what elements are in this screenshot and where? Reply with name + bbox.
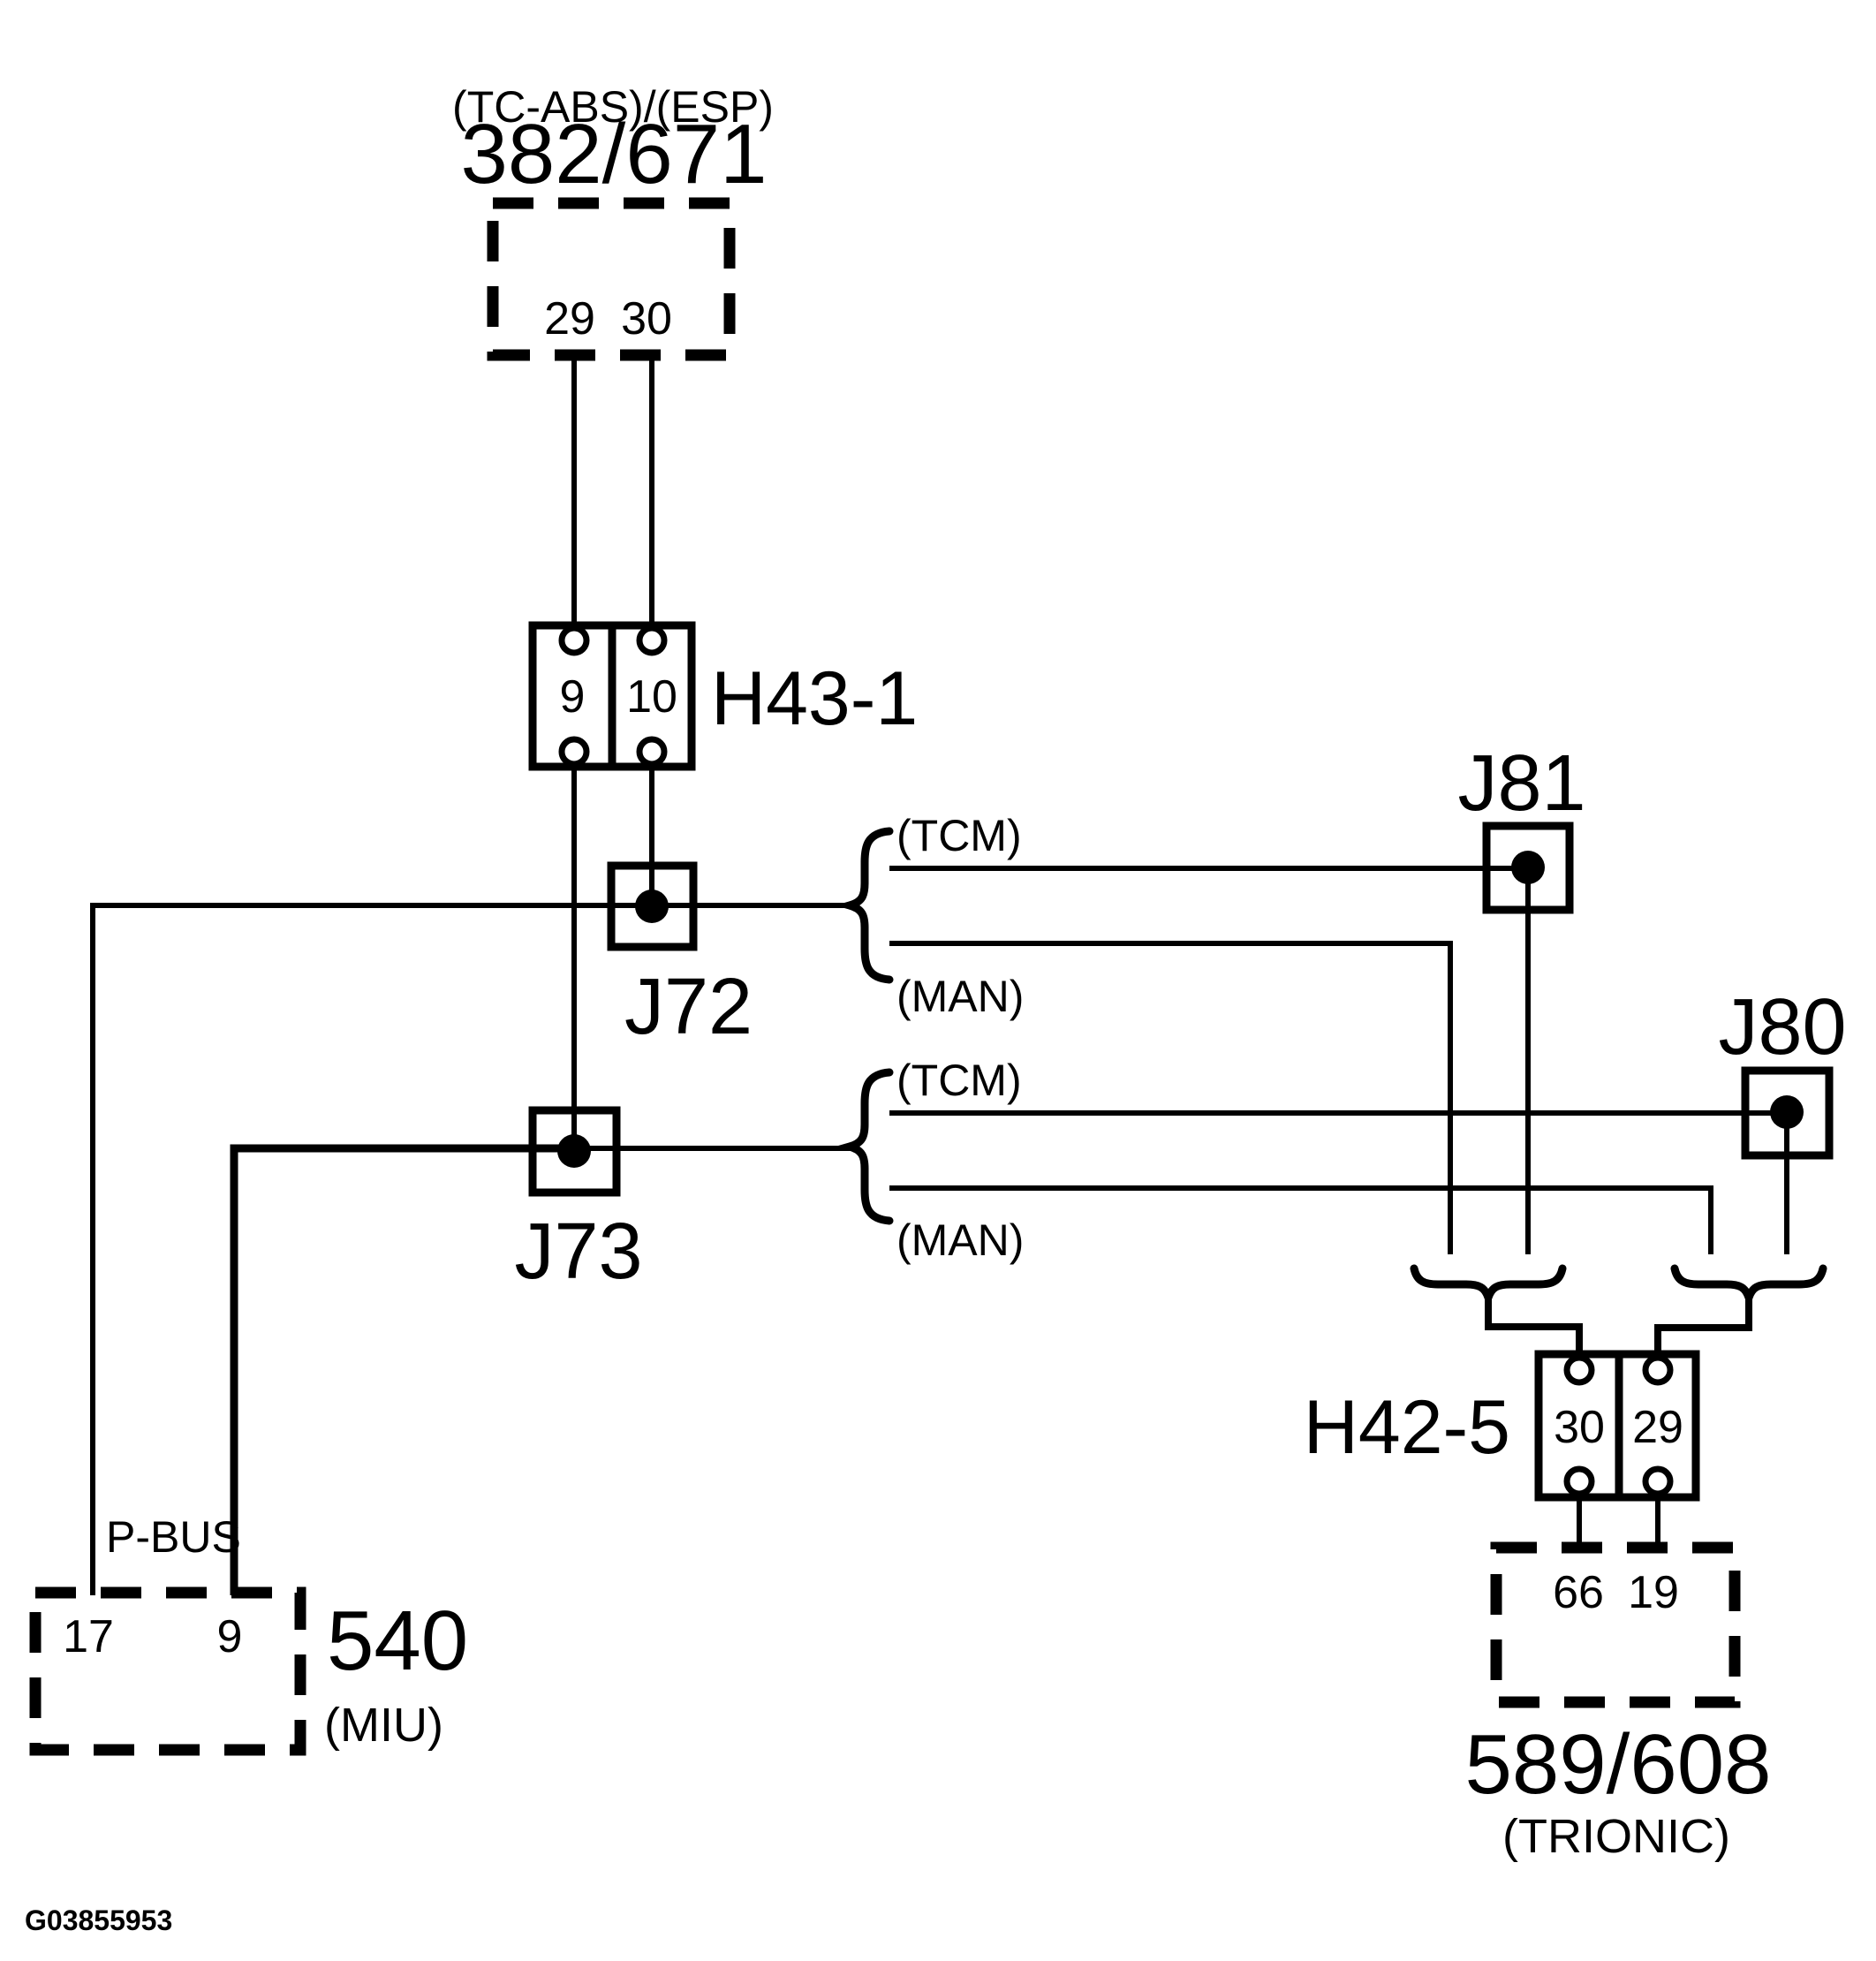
module-box-trionic — [1490, 1541, 1741, 1708]
j72-label: J72 — [624, 963, 753, 1051]
j80-label: J80 — [1718, 983, 1846, 1071]
brace-j72-branch — [835, 827, 894, 984]
h43-1-pin-9-label: 9 — [560, 671, 586, 723]
h42-5-pin30-bottom-terminal — [1563, 1465, 1595, 1497]
wire-j73-man-down — [889, 1185, 1713, 1254]
module-box-miu — [29, 1586, 306, 1756]
abs-esp-pin-30: 30 — [621, 293, 672, 344]
junction-j73-box — [528, 1106, 621, 1197]
h42-5-pin-30-label: 30 — [1554, 1402, 1605, 1453]
h42-5-pin30-top-terminal — [1563, 1354, 1595, 1386]
wire-j72-man-down — [889, 941, 1453, 1254]
junction-j72-box — [607, 861, 698, 951]
junction-j81-dot — [1511, 851, 1545, 884]
trionic-pin-19: 19 — [1628, 1567, 1679, 1618]
abs-esp-module-id: 382/671 — [460, 107, 767, 201]
j73-branch-tcm-label: (TCM) — [896, 1056, 1022, 1105]
abs-esp-system-label: (TC-ABS)/(ESP) — [452, 82, 774, 132]
trionic-module-id: 589/608 — [1464, 1717, 1771, 1812]
trionic-system-label: (TRIONIC) — [1502, 1810, 1730, 1863]
j81-label: J81 — [1457, 739, 1585, 828]
h42-5-pin29-top-terminal — [1642, 1354, 1674, 1386]
wire-j73-to-miu-pin9-pbus — [230, 1144, 574, 1595]
junction-j80-dot — [1770, 1095, 1804, 1129]
h42-5-connector-label: H42-5 — [1304, 1385, 1510, 1470]
junction-j73-dot — [557, 1134, 591, 1168]
miu-system-label: (MIU) — [324, 1699, 443, 1752]
h42-5-pin29-bottom-terminal — [1642, 1465, 1674, 1497]
j72-branch-man-label: (MAN) — [896, 972, 1024, 1021]
h43-1-connector-label: H43-1 — [711, 656, 918, 741]
h43-1-pin-10-label: 10 — [626, 671, 677, 723]
miu-module-id: 540 — [327, 1594, 468, 1688]
wire-j72-to-miu-pin17 — [90, 903, 850, 1595]
miu-pin-9: 9 — [217, 1611, 243, 1662]
j72-branch-tcm-label: (TCM) — [896, 811, 1022, 860]
abs-esp-pin-29: 29 — [544, 293, 595, 344]
junction-j80-box — [1741, 1066, 1834, 1160]
h43-1-pin10-top-terminal — [636, 625, 668, 656]
figure-id: G03855953 — [25, 1904, 172, 1936]
h42-5-pin-29-label: 29 — [1632, 1402, 1683, 1453]
brace-j73-branch — [835, 1068, 894, 1225]
h43-1-pin10-bottom-terminal — [636, 736, 668, 768]
fork-left-merge — [1410, 1264, 1567, 1311]
p-bus-label: P-BUS — [106, 1512, 241, 1562]
h43-1-pin9-top-terminal — [558, 625, 590, 656]
module-box-abs-esp — [487, 197, 736, 361]
trionic-pin-66: 66 — [1553, 1567, 1604, 1618]
wire-rightfork-to-h42-pin29 — [1654, 1295, 1752, 1365]
j73-label: J73 — [514, 1208, 642, 1296]
h43-1-pin9-bottom-terminal — [558, 736, 590, 768]
wire-leftfork-to-h42-pin30 — [1485, 1295, 1583, 1365]
j73-branch-man-label: (MAN) — [896, 1215, 1024, 1265]
junction-j81-box — [1482, 822, 1574, 914]
junction-j72-dot — [635, 890, 669, 923]
fork-right-merge — [1670, 1264, 1827, 1311]
miu-pin-17: 17 — [63, 1611, 114, 1662]
